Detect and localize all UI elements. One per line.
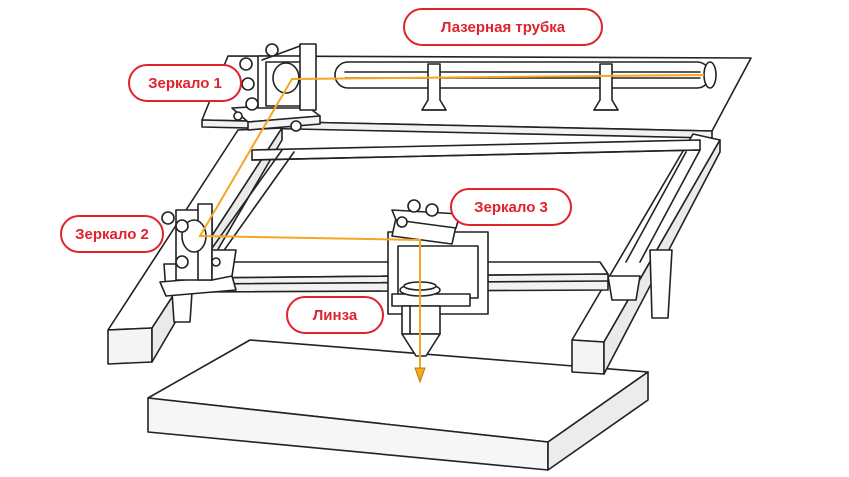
- label-mirror-1: Зеркало 1: [128, 64, 242, 102]
- label-laser-tube: Лазерная трубка: [403, 8, 603, 46]
- label-mirror-2: Зеркало 2: [60, 215, 164, 253]
- mirror-1-mount: [231, 43, 321, 132]
- mirror-3-carriage: [387, 199, 489, 315]
- worktable: [147, 339, 649, 471]
- label-mirror-3: Зеркало 3: [450, 188, 572, 226]
- mirror-2-mount: [159, 203, 237, 297]
- laser-beam-path: [198, 74, 705, 368]
- beam-arrow-icon: [414, 367, 426, 384]
- label-lens: Линза: [286, 296, 384, 334]
